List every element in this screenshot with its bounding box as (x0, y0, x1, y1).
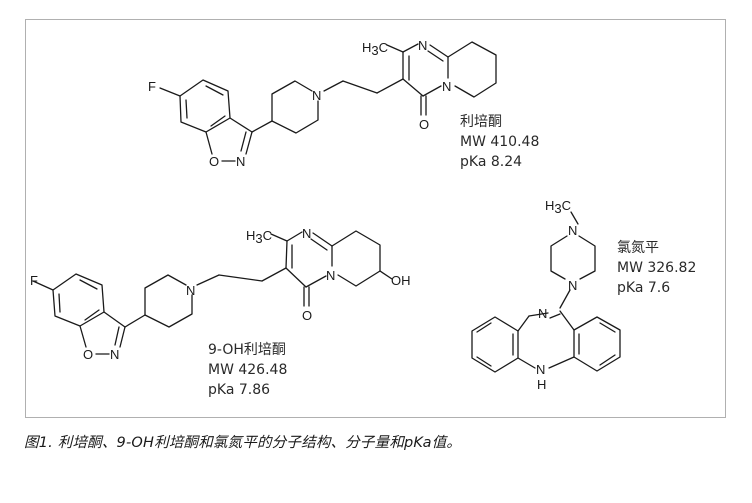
atom-label-oh: OH (391, 273, 411, 288)
molecular-weight: MW 426.48 (208, 362, 288, 378)
clozapine-structure: H3C N N N N H (471, 198, 621, 392)
compound-name: 利培酮 (460, 114, 502, 130)
atom-label-n-pyrimidine: N (302, 226, 311, 241)
compound-name: 氯氮平 (617, 240, 659, 256)
atom-label-n-piperidine: N (312, 88, 321, 103)
pka-value: pKa 7.6 (617, 280, 671, 296)
atom-label-n-junction: N (326, 268, 335, 283)
atom-label-h: H (537, 377, 546, 392)
atom-label-f: F (30, 273, 38, 288)
atom-label-o: O (83, 347, 93, 362)
atom-label-n-piperazine: N (568, 278, 577, 293)
paliperidone-info: 9-OH利培酮 MW 426.48 pKa 7.86 (208, 340, 287, 400)
clozapine-info: 氯氮平 MW 326.82 pKa 7.6 (617, 238, 696, 298)
molecular-weight: MW 326.82 (617, 260, 697, 276)
atom-label-f: F (148, 79, 156, 94)
atom-label-h3c: H3C (362, 40, 388, 58)
figure-caption: 图1. 利培酮、9-OH利培酮和氯氮平的分子结构、分子量和pKa值。 (24, 435, 462, 451)
atom-label-o-carbonyl: O (419, 117, 429, 132)
atom-label-n-junction: N (442, 79, 451, 94)
atom-label-n: N (236, 154, 245, 169)
paliperidone-structure: F O N N H3C N N O OH (30, 226, 411, 362)
pka-value: pKa 8.24 (460, 154, 523, 170)
atom-label-n-pyrimidine: N (418, 38, 427, 53)
atom-label-h3c: H3C (246, 228, 272, 246)
compound-name: 9-OH利培酮 (208, 342, 286, 358)
atom-label-o-carbonyl: O (302, 308, 312, 323)
atom-label-n-imine: N (538, 306, 547, 321)
atom-label-o: O (209, 154, 219, 169)
atom-label-n-methyl: N (568, 223, 577, 238)
risperidone-structure: F O N N H3C N N O (148, 38, 497, 169)
pka-value: pKa 7.86 (208, 382, 271, 398)
atom-label-h3c: H3C (545, 198, 571, 216)
atom-label-n-piperidine: N (186, 283, 195, 298)
atom-label-n-amine: N (536, 362, 545, 377)
risperidone-info: 利培酮 MW 410.48 pKa 8.24 (460, 112, 539, 172)
molecular-weight: MW 410.48 (460, 134, 540, 150)
figure-frame (25, 19, 726, 418)
atom-label-n: N (110, 347, 119, 362)
